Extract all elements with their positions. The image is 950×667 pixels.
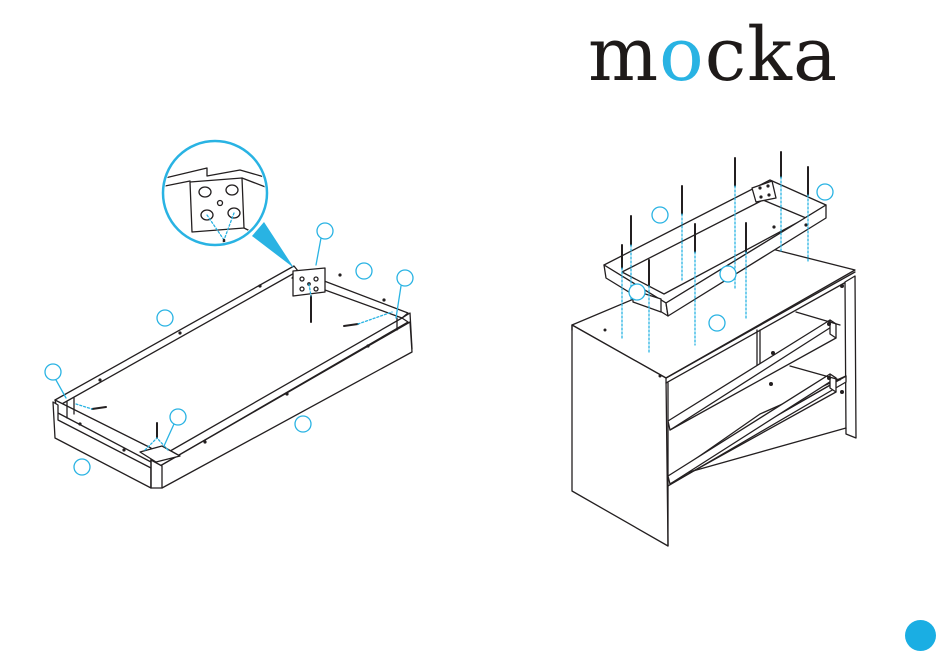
top-frame-bracket: [752, 181, 776, 202]
corner-bracket-back: [293, 268, 325, 296]
rail-lower: [668, 374, 836, 484]
zoom-pointer: [252, 222, 294, 268]
right-side-panel: [845, 276, 856, 438]
front-rail-face: [160, 322, 412, 488]
page-number-badge: [905, 620, 936, 651]
bottom-board: [668, 376, 846, 486]
frame-assembly: [45, 141, 413, 488]
back-rail: [55, 266, 298, 405]
cabinet-assembly: [572, 152, 856, 546]
front-rail-top: [151, 318, 408, 466]
zoom-detail-callout: [163, 141, 294, 268]
